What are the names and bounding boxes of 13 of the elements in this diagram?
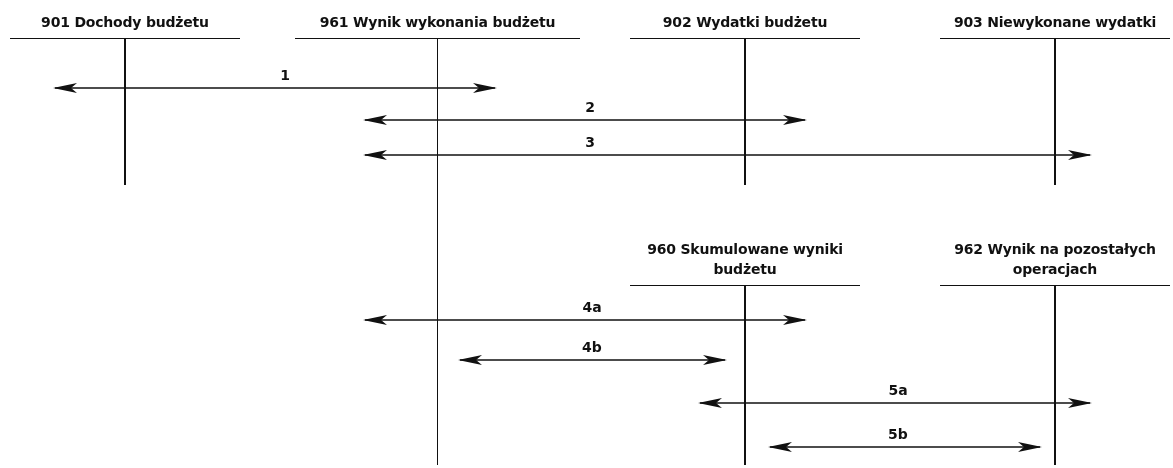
double-arrow [363,115,807,125]
account-title: 901 Dochody budżetu [10,5,240,39]
account-title: 903 Niewykonane wydatki [940,5,1170,39]
double-arrow [458,355,727,365]
account-title: 902 Wydatki budżetu [630,5,860,39]
account-title: 961 Wynik wykonania budżetu [295,5,580,39]
double-arrow [768,442,1042,452]
double-arrow [53,83,497,93]
double-arrow [363,150,1092,160]
double-arrow [363,315,807,325]
account-title: 960 Skumulowane wyniki budżetu [630,228,860,286]
double-arrow [698,398,1092,408]
account-title: 962 Wynik na pozostałych operacjach [940,228,1170,286]
